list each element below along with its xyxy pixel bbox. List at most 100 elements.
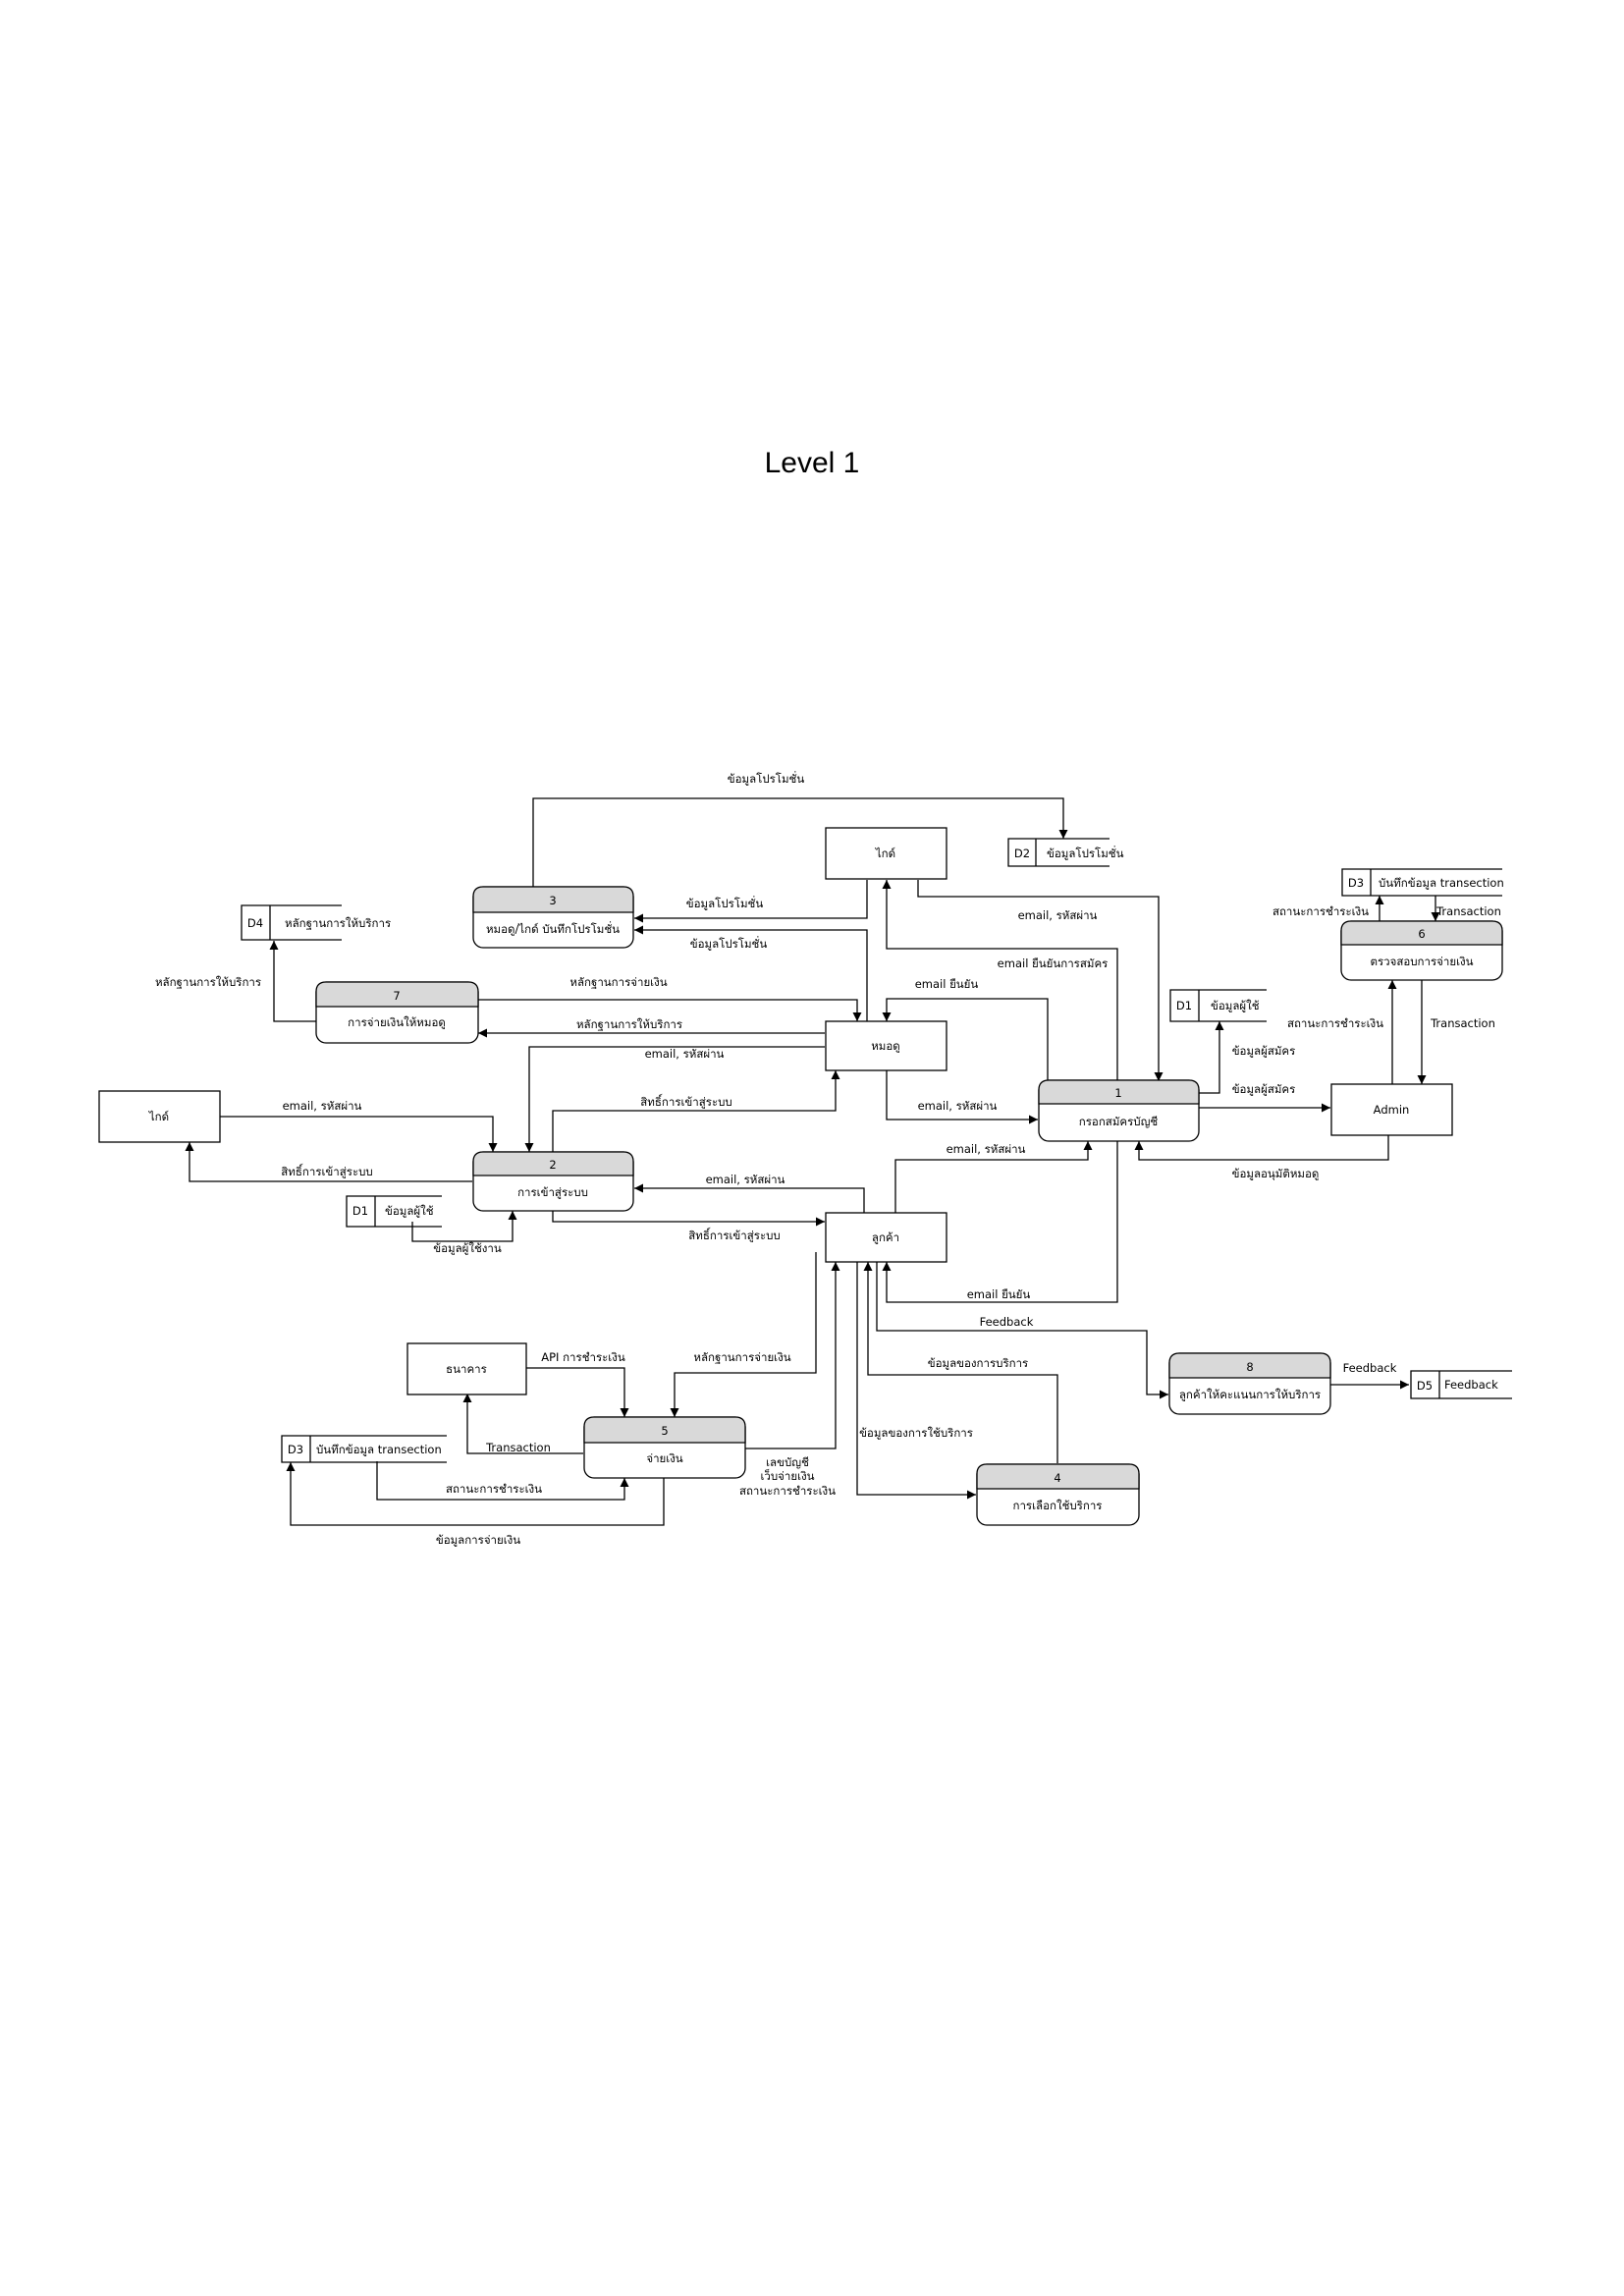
flow-p2-fortune: [552, 1070, 840, 1152]
svg-text:4: 4: [1054, 1471, 1060, 1485]
flow-guide-p1: [917, 880, 1164, 1081]
store-d3-top: D3 บันทึกข้อมูล transection: [1341, 868, 1504, 897]
flow-customer-p1: [894, 1141, 1093, 1213]
flow-p7-fortune: [478, 999, 862, 1021]
flow-label: ข้อมูลผู้สมัคร: [1232, 1044, 1296, 1058]
entity-guide-top: ไกด์: [825, 827, 947, 880]
flow-label: email ยืนยัน: [915, 977, 979, 991]
flow-label: email, รหัสผ่าน: [918, 1099, 998, 1113]
svg-text:การเข้าสู่ระบบ: การเข้าสู่ระบบ: [517, 1185, 588, 1199]
entity-fortune-teller: หมอดู: [825, 1020, 947, 1071]
entity-admin: Admin: [1330, 1083, 1453, 1136]
svg-text:D3: D3: [288, 1443, 303, 1456]
flow-label: หลักฐานการให้บริการ: [155, 975, 261, 989]
svg-text:D5: D5: [1417, 1379, 1433, 1393]
flow-p7-d4: [269, 941, 316, 1022]
flow-label: email, รหัสผ่าน: [706, 1173, 785, 1186]
svg-text:จ่ายเงิน: จ่ายเงิน: [646, 1451, 682, 1465]
svg-text:ข้อมูลผู้ใช้: ข้อมูลผู้ใช้: [1211, 999, 1260, 1012]
svg-text:บันทึกข้อมูล transection: บันทึกข้อมูล transection: [1379, 876, 1504, 890]
svg-text:6: 6: [1418, 927, 1425, 941]
svg-text:D1: D1: [352, 1204, 368, 1218]
store-d1-right: D1 ข้อมูลผู้ใช้: [1169, 989, 1267, 1022]
flow-label: สิทธิ์การเข้าสู่ระบบ: [281, 1163, 372, 1178]
flow-p1-d1: [1198, 1021, 1224, 1094]
svg-text:D2: D2: [1014, 847, 1030, 860]
svg-text:8: 8: [1246, 1360, 1253, 1374]
flow-admin-p1: [1134, 1134, 1389, 1161]
process-7: 7 การจ่ายเงินให้หมอดู: [315, 981, 479, 1044]
flow-lines: [185, 797, 1440, 1526]
svg-text:ข้อมูลโปรโมชั่น: ข้อมูลโปรโมชั่น: [1047, 846, 1124, 860]
svg-text:Feedback: Feedback: [1444, 1378, 1498, 1392]
flow-label: ข้อมูลผู้ใช้งาน: [433, 1241, 502, 1255]
flow-label: ข้อมูลของการใช้บริการ: [859, 1426, 973, 1440]
flow-label: สถานะการชำระเงิน: [739, 1484, 836, 1498]
flow-label: email, รหัสผ่าน: [283, 1099, 362, 1113]
svg-text:การเลือกใช้บริการ: การเลือกใช้บริการ: [1013, 1499, 1103, 1512]
flow-label: email, รหัสผ่าน: [1018, 908, 1098, 922]
flow-customer-p4: [856, 1262, 976, 1500]
flow-fortune-p3: [634, 925, 868, 1021]
diagram-title: Level 1: [764, 447, 860, 479]
svg-text:Admin: Admin: [1374, 1103, 1410, 1117]
flow-customer-p8: [876, 1262, 1168, 1399]
flow-bank-p5: [526, 1367, 629, 1417]
flow-guideleft-p2: [220, 1116, 498, 1152]
flow-labels: ข้อมูลโปรโมชั่น ข้อมูลโปรโมชั่น ข้อมูลโป…: [155, 771, 1501, 1547]
svg-text:ไกด์: ไกด์: [875, 847, 895, 860]
svg-text:หลักฐานการให้บริการ: หลักฐานการให้บริการ: [285, 916, 391, 930]
svg-text:หมอดู/ไกด์ บันทึกโปรโมชั่น: หมอดู/ไกด์ บันทึกโปรโมชั่น: [486, 921, 620, 936]
store-d3-bottom: D3 บันทึกข้อมูล transection: [281, 1435, 447, 1463]
flow-label: สถานะการชำระเงิน: [446, 1482, 542, 1496]
flow-label: หลักฐานการจ่ายเงิน: [569, 975, 667, 989]
flow-label: เว็บจ่ายเงิน: [760, 1468, 814, 1483]
svg-text:7: 7: [393, 989, 400, 1003]
svg-text:ตรวจสอบการจ่ายเงิน: ตรวจสอบการจ่ายเงิน: [1370, 955, 1473, 968]
flow-customer-p5: [670, 1252, 817, 1417]
flow-p1-guide: [882, 880, 1118, 1080]
flow-label: email, รหัสผ่าน: [645, 1047, 725, 1061]
flow-label: Feedback: [980, 1315, 1034, 1329]
entity-bank: ธนาคาร: [406, 1342, 527, 1395]
svg-text:บันทึกข้อมูล transection: บันทึกข้อมูล transection: [316, 1443, 442, 1456]
flow-p3-d2: [532, 797, 1068, 887]
flow-label: Transaction: [485, 1441, 551, 1454]
flow-p5-bank: [462, 1394, 583, 1454]
svg-text:5: 5: [661, 1424, 668, 1438]
process-8: 8 ลูกค้าให้คะแนนการให้บริการ: [1168, 1352, 1331, 1415]
flow-p1-fortune: [882, 998, 1049, 1080]
svg-text:D4: D4: [247, 916, 263, 930]
entity-guide-left: ไกด์: [98, 1090, 221, 1143]
flow-label: email ยืนยันการสมัคร: [998, 957, 1109, 970]
flow-label: ข้อมูลโปรโมชั่น: [686, 896, 764, 910]
process-6: 6 ตรวจสอบการจ่ายเงิน: [1340, 920, 1503, 981]
flow-p5-d3: [286, 1462, 665, 1526]
process-3: 3 หมอดู/ไกด์ บันทึกโปรโมชั่น: [472, 886, 634, 949]
flow-label: ข้อมูลโปรโมชั่น: [690, 936, 768, 951]
flow-label: Feedback: [1343, 1361, 1397, 1375]
flow-label: ข้อมูลผู้สมัคร: [1232, 1082, 1296, 1096]
flow-label: email, รหัสผ่าน: [947, 1142, 1026, 1156]
store-d2: D2 ข้อมูลโปรโมชั่น: [1007, 838, 1124, 867]
svg-text:D1: D1: [1176, 999, 1192, 1012]
svg-text:กรอกสมัครบัญชี: กรอกสมัครบัญชี: [1079, 1115, 1159, 1128]
flow-label: email ยืนยัน: [967, 1287, 1031, 1301]
flow-label: สถานะการชำระเงิน: [1287, 1016, 1383, 1030]
svg-text:D3: D3: [1348, 876, 1364, 890]
flow-label: สิทธิ์การเข้าสู่ระบบ: [640, 1093, 731, 1109]
flow-d3-p5: [376, 1461, 629, 1501]
svg-text:ลูกค้า: ลูกค้า: [872, 1230, 899, 1244]
svg-text:ไกด์: ไกด์: [148, 1110, 169, 1123]
flow-p2-customer: [552, 1211, 825, 1227]
flow-d1-p2: [411, 1211, 517, 1242]
flow-label: Transaction: [1435, 904, 1501, 918]
svg-text:หมอดู: หมอดู: [871, 1039, 900, 1053]
flow-label: Transaction: [1430, 1016, 1495, 1030]
flow-label: หลักฐานการให้บริการ: [576, 1017, 682, 1031]
flow-label: ข้อมูลอนุมัติหมอดู: [1232, 1167, 1320, 1180]
svg-text:1: 1: [1114, 1086, 1121, 1100]
flow-p1-customer: [882, 1141, 1118, 1303]
flow-label: API การชำระเงิน: [541, 1350, 625, 1364]
